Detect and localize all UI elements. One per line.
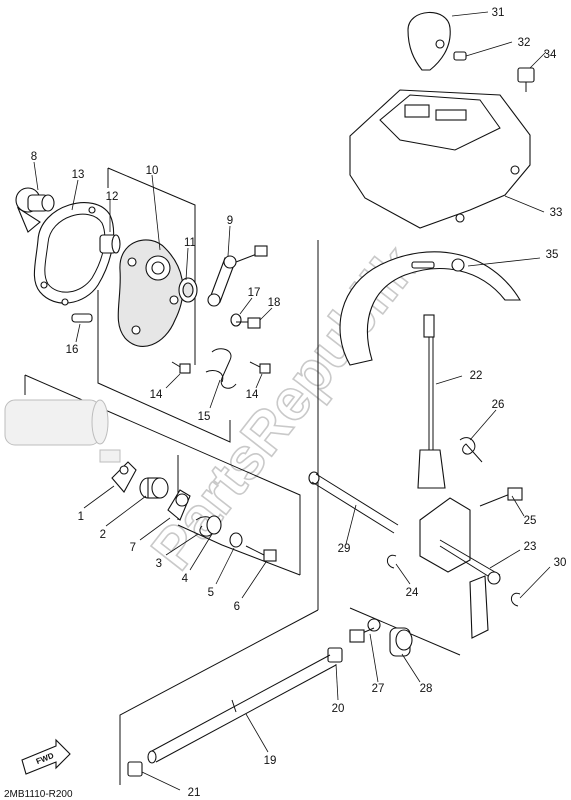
part-28-cap — [389, 627, 413, 657]
callout-28: 28 — [420, 683, 433, 695]
callout-5: 5 — [208, 587, 214, 599]
part-16-pin — [71, 313, 93, 323]
part-27-ball-joint — [349, 618, 381, 643]
part-14-bolt-left — [171, 361, 191, 374]
part-22-rod — [417, 314, 446, 489]
part-21-nut — [127, 761, 143, 777]
callout-33: 33 — [550, 207, 563, 219]
callout-29: 29 — [338, 543, 351, 555]
part-2-collar — [139, 477, 169, 499]
callout-11: 11 — [184, 237, 196, 249]
callout-13: 13 — [72, 169, 85, 181]
callout-3: 3 — [156, 558, 162, 570]
callout-8: 8 — [31, 151, 37, 163]
part-29-shaft — [308, 471, 399, 534]
callout-2: 2 — [100, 529, 106, 541]
callout-26: 26 — [492, 399, 505, 411]
callout-1: 1 — [78, 511, 84, 523]
part-18-bolt — [236, 317, 261, 329]
callout-10: 10 — [146, 165, 159, 177]
part-24-clip — [387, 554, 397, 569]
callout-27: 27 — [372, 683, 385, 695]
part-19-rod — [147, 654, 337, 764]
callout-34: 34 — [544, 49, 557, 61]
callout-18: 18 — [268, 297, 281, 309]
part-10-cover — [117, 239, 184, 347]
callout-20: 20 — [332, 703, 345, 715]
callout-25: 25 — [524, 515, 537, 527]
part-34-bolt — [517, 67, 535, 92]
callout-15: 15 — [198, 411, 211, 423]
part-13-gasket — [33, 202, 115, 306]
leader-lines — [33, 11, 551, 791]
callout-9: 9 — [227, 215, 233, 227]
part-9-lever — [207, 245, 268, 307]
part-33-gate-cover — [349, 89, 531, 229]
callout-16: 16 — [66, 344, 79, 356]
part-30-clip — [511, 592, 521, 607]
callout-24: 24 — [406, 587, 419, 599]
part-26-spring — [459, 437, 483, 463]
part-8-shaft — [15, 187, 55, 233]
part-14-bolt-right — [249, 361, 271, 374]
callout-22: 22 — [470, 370, 483, 382]
part-25-bolt — [479, 487, 523, 507]
part-1-plate — [111, 461, 137, 493]
part-20-nut — [327, 647, 343, 663]
part-4-collar — [206, 515, 222, 535]
callout-21: 21 — [188, 787, 201, 799]
callout-19: 19 — [264, 755, 277, 767]
callouts: 1 2 3 4 5 6 7 8 9 10 11 12 13 14 14 15 1… — [31, 7, 567, 799]
fwd-arrow-icon: FWD — [21, 738, 71, 775]
callout-30: 30 — [554, 557, 567, 569]
callout-35: 35 — [546, 249, 559, 261]
callout-6: 6 — [234, 601, 240, 613]
drawing-code: 2MB1110-R200 — [4, 789, 73, 800]
part-11-seal — [178, 277, 198, 303]
part-32-screw — [453, 51, 467, 61]
callout-4: 4 — [182, 573, 189, 585]
callout-17: 17 — [248, 287, 261, 299]
callout-32: 32 — [518, 37, 531, 49]
callout-7: 7 — [130, 542, 136, 554]
callout-14-right: 14 — [246, 389, 259, 401]
part-15-spring — [205, 348, 237, 389]
part-5-washer — [229, 532, 243, 548]
shift-drum-ghost — [4, 399, 121, 463]
part-31-knob — [407, 11, 451, 71]
callout-31: 31 — [492, 7, 505, 19]
part-7-gear — [167, 489, 191, 521]
callout-14-left: 14 — [150, 389, 163, 401]
part-6-bolt — [245, 545, 277, 562]
part-35-cover — [339, 251, 521, 366]
part-12-bushing — [99, 234, 121, 254]
callout-23: 23 — [524, 541, 537, 553]
part-23-lever — [419, 497, 501, 639]
callout-12: 12 — [106, 191, 119, 203]
part-17-washer — [230, 313, 242, 327]
